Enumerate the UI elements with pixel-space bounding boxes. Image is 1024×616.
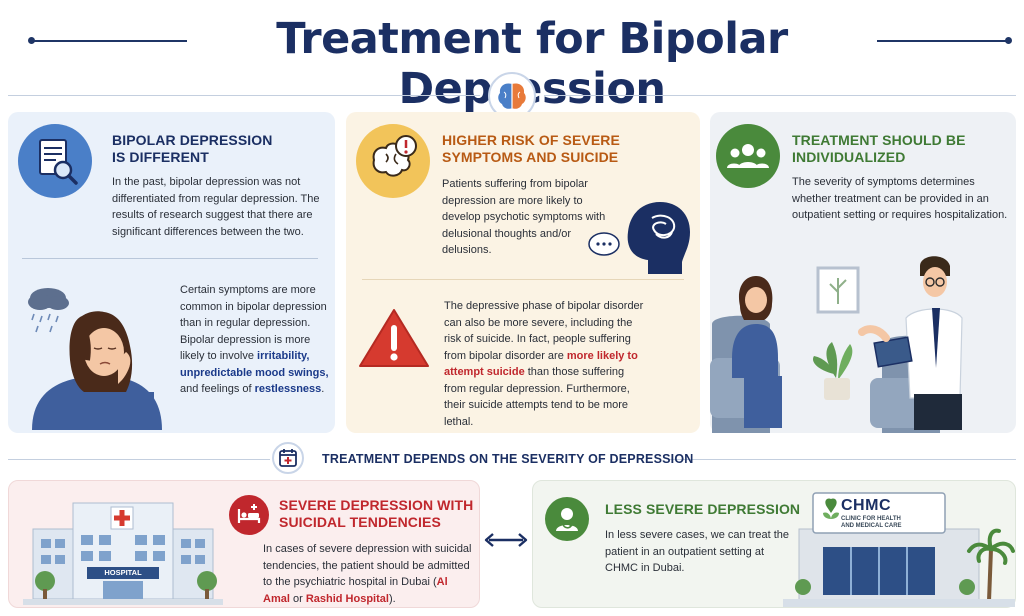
- panel2-heading-line2: SYMPTOMS AND SUICIDE: [442, 149, 619, 165]
- group-people-icon: [716, 124, 780, 188]
- panel1-body: In the past, bipolar depression was not …: [112, 176, 320, 238]
- panel-bipolar-different: BIPOLAR DEPRESSION IS DIFFERENT In the p…: [8, 112, 335, 433]
- brain-alert-icon: [356, 124, 430, 198]
- panel3-heading-line2: INDIVIDUALIZED: [792, 149, 906, 165]
- title-row: Treatment for Bipolar Depression: [0, 10, 1024, 114]
- panel1-highlight-restlessness: restlessness: [254, 383, 322, 395]
- hospital-bed-icon: [229, 495, 269, 535]
- separator-left: [8, 95, 480, 96]
- panel1-divider: [22, 258, 318, 259]
- panel3-heading-line1: TREATMENT SHOULD BE: [792, 132, 966, 148]
- panel2-highlight-suicide: more likely to attempt suicide: [444, 349, 638, 379]
- panel2-body2-part1: The depressive phase of bipolar disorder…: [444, 300, 644, 362]
- subtitle-line-right: [668, 459, 1016, 460]
- panel2-heading-line1: HIGHER RISK OF SEVERE: [442, 132, 620, 148]
- panel2-body: Patients suffering from bipolar depressi…: [442, 178, 606, 256]
- panel5-body: In less severe cases, we can treat the p…: [605, 529, 790, 574]
- panel1-heading: BIPOLAR DEPRESSION IS DIFFERENT: [112, 132, 273, 166]
- sad-woman-illustration: [22, 280, 172, 430]
- double-arrow-icon: [483, 530, 529, 550]
- doctor-patient-illustration: [710, 248, 1016, 433]
- head-thought-icon: [586, 194, 692, 276]
- panel4-body-part1: In cases of severe depression with suici…: [263, 543, 472, 588]
- panel4-body-part2: or: [289, 592, 306, 605]
- panel1-body2-part3: .: [321, 383, 325, 395]
- panel3-heading: TREATMENT SHOULD BE INDIVIDUALIZED: [792, 132, 966, 166]
- doctor-icon: [545, 497, 589, 541]
- panel2-body2: The depressive phase of bipolar disorder…: [444, 298, 644, 430]
- speech-bubble-icon: [588, 232, 620, 256]
- panel4-highlight-al-amal: Al Amal: [263, 576, 448, 605]
- panel-individualized: TREATMENT SHOULD BE INDIVIDUALIZED The s…: [710, 112, 1016, 433]
- panel1-highlight-irritability: irritability, unpredictable mood swings,: [180, 350, 329, 379]
- title-dot-right: [1005, 37, 1012, 44]
- clinic-subtitle-line1: CLINIC FOR HEALTH: [841, 516, 901, 522]
- calendar-medical-icon: [272, 442, 304, 474]
- clinic-illustration: CHMC CLINIC FOR HEALTH AND MEDICAL CARE: [783, 489, 1015, 607]
- clinic-subtitle-line2: AND MEDICAL CARE: [841, 523, 902, 529]
- panel-less-severe: LESS SEVERE DEPRESSION In less severe ca…: [532, 480, 1016, 608]
- title-line-left: [32, 40, 187, 42]
- panel2-divider: [362, 279, 684, 280]
- hospital-illustration: HOSPITAL: [23, 489, 223, 605]
- panel1-heading-line1: BIPOLAR DEPRESSION: [112, 132, 273, 148]
- panel4-heading-line1: SEVERE DEPRESSION WITH: [279, 497, 474, 513]
- panel1-body2-part2: and feelings of: [180, 383, 255, 395]
- panel2-heading: HIGHER RISK OF SEVERE SYMPTOMS AND SUICI…: [442, 132, 620, 166]
- hospital-sign-text: HOSPITAL: [104, 568, 142, 577]
- title-dot-left: [28, 37, 35, 44]
- title-line-right: [877, 40, 1009, 42]
- panel4-highlight-rashid: Rashid Hospital: [305, 592, 389, 605]
- panel4-body-part3: ).: [388, 592, 396, 605]
- panel2-body2-part2: than those suffering from regular depres…: [444, 366, 630, 428]
- panel-severe-depression: HOSPITAL SEVERE DEPRESSION WITH SUICIDAL…: [8, 480, 480, 608]
- separator-right: [544, 95, 1016, 96]
- panel1-heading-line2: IS DIFFERENT: [112, 149, 209, 165]
- panel5-heading: LESS SEVERE DEPRESSION: [605, 501, 801, 517]
- panel4-body: In cases of severe depression with suici…: [263, 541, 473, 607]
- subtitle-line-left: [8, 459, 270, 460]
- plant-icon: [812, 342, 853, 400]
- document-search-icon: [18, 124, 92, 198]
- rain-cloud-icon: [28, 288, 69, 333]
- panel1-body2-part1: Certain symptoms are more common in bipo…: [180, 284, 327, 362]
- clinic-name: CHMC: [841, 497, 891, 514]
- warning-icon: [358, 306, 430, 370]
- panel4-heading-line2: SUICIDAL TENDENCIES: [279, 514, 441, 530]
- panel3-body: The severity of symptoms determines whet…: [792, 176, 1008, 221]
- subtitle-severity: TREATMENT DEPENDS ON THE SEVERITY OF DEP…: [322, 452, 694, 466]
- clinic-subtitle: CLINIC FOR HEALTH AND MEDICAL CARE: [841, 516, 902, 530]
- panel1-body2: Certain symptoms are more common in bipo…: [180, 282, 330, 398]
- panel4-heading: SEVERE DEPRESSION WITH SUICIDAL TENDENCI…: [279, 497, 473, 531]
- panel-higher-risk: HIGHER RISK OF SEVERE SYMPTOMS AND SUICI…: [346, 112, 700, 433]
